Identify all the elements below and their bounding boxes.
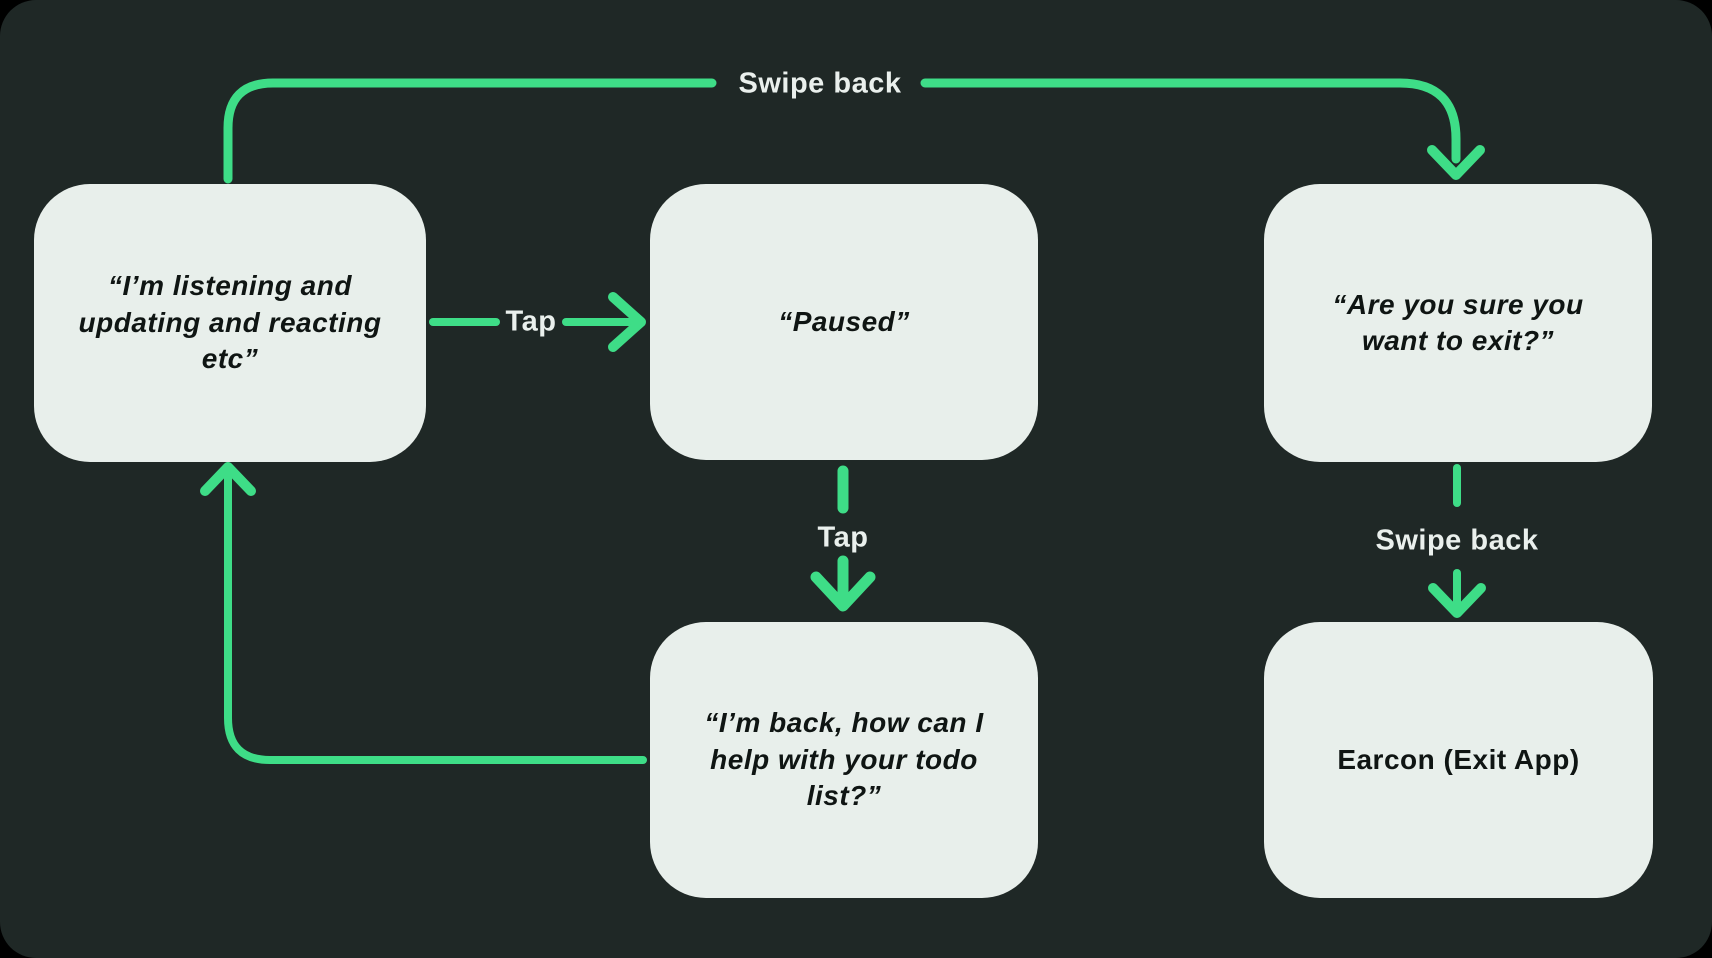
node-back-help-text: “I’m back, how can I help with your todo… (704, 707, 984, 812)
node-listening-text: “I’m listening and updating and reacting… (78, 270, 382, 375)
edge-label-swipe-back-down: Swipe back (1375, 524, 1539, 557)
edge-loop-back (200, 462, 647, 764)
edge-label-swipe-back-top: Swipe back (738, 67, 902, 100)
node-earcon-exit-text: Earcon (Exit App) (1337, 743, 1580, 775)
node-paused: “Paused” (650, 184, 1038, 460)
edge-swipe-back-down (1428, 464, 1486, 618)
node-listening: “I’m listening and updating and reacting… (34, 184, 426, 462)
node-confirm-exit: “Are you sure you want to exit?” (1264, 184, 1652, 462)
node-confirm-exit-text: “Are you sure you want to exit?” (1332, 288, 1584, 356)
node-back-help: “I’m back, how can I help with your todo… (650, 622, 1038, 898)
edge-tap-right (429, 292, 646, 352)
node-earcon-exit: Earcon (Exit App) (1264, 622, 1653, 898)
node-paused-text: “Paused” (778, 305, 910, 337)
edge-label-tap-down: Tap (817, 521, 869, 554)
edge-swipe-back-top (223, 78, 1485, 184)
edge-tap-down (810, 465, 876, 612)
edge-label-tap-right: Tap (505, 305, 557, 338)
